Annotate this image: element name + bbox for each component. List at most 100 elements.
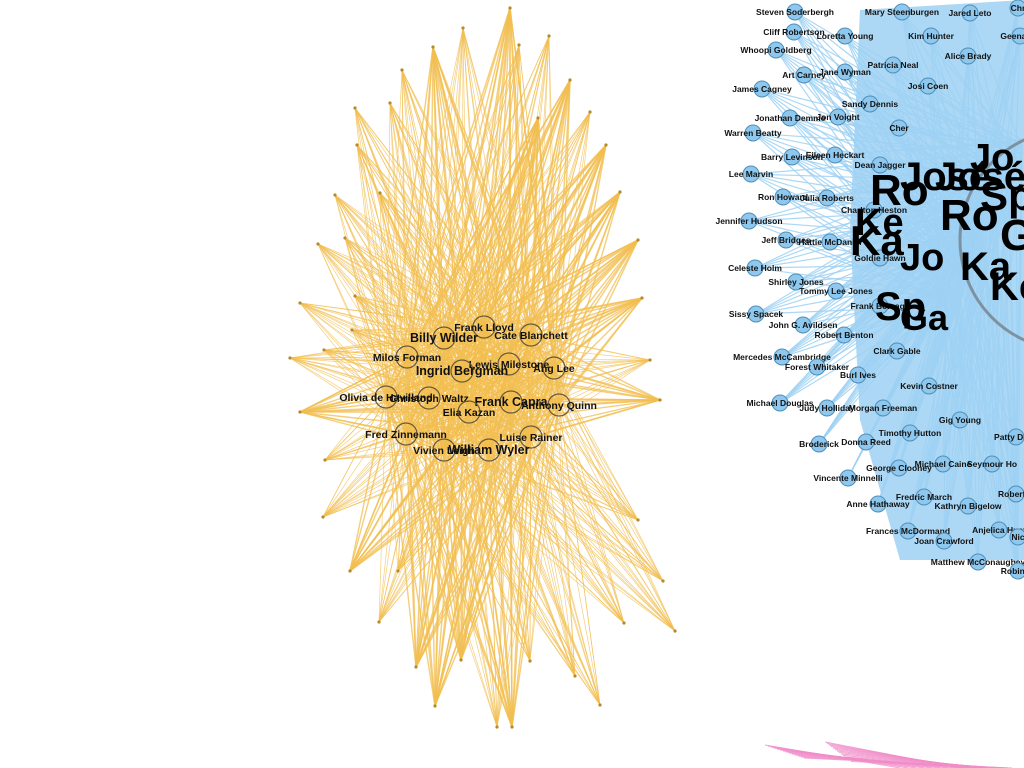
node-judy-holliday[interactable]: Judy Holliday	[799, 399, 855, 417]
node-frances-mcdormand[interactable]: Frances McDormand	[866, 522, 950, 540]
node-jonathan-demme[interactable]: Jonathan Demme	[755, 109, 826, 127]
node-celeste-holm[interactable]: Celeste Holm	[728, 259, 782, 277]
node-shirley-jones[interactable]: Shirley Jones	[768, 273, 824, 291]
node-label: Cher	[889, 123, 909, 133]
node-dean-jagger[interactable]: Dean Jagger	[854, 156, 906, 174]
node-loretta-young[interactable]: Loretta Young	[817, 27, 874, 45]
node-michael-caine[interactable]: Michael Caine	[915, 455, 972, 473]
node-label: Michael Douglas	[746, 398, 813, 408]
orange-peripheral-node	[333, 193, 337, 197]
node-warren-beatty[interactable]: Warren Beatty	[724, 124, 782, 142]
node-lee-marvin[interactable]: Lee Marvin	[729, 165, 773, 183]
node-cher[interactable]: Cher	[889, 119, 909, 137]
node-anthony-quinn[interactable]: Anthony Quinn	[521, 393, 597, 417]
node-label: Cliff Robertson	[763, 27, 824, 37]
node-lewis-milestone[interactable]: Lewis Milestone	[469, 352, 550, 376]
node-john-g-avildsen[interactable]: John G. Avildsen	[769, 316, 838, 334]
node-label: Julia Roberts	[800, 193, 854, 203]
node-james-cagney[interactable]: James Cagney	[732, 80, 792, 98]
node-seymour-ho[interactable]: Seymour Ho	[967, 455, 1017, 473]
node-luise-rainer[interactable]: Luise Rainer	[499, 425, 563, 449]
node-label: Jon Voight	[816, 112, 859, 122]
node-clark-gable[interactable]: Clark Gable	[873, 342, 921, 360]
node-jennifer-hudson[interactable]: Jennifer Hudson	[715, 212, 783, 230]
node-timothy-hutton[interactable]: Timothy Hutton	[879, 424, 942, 442]
node-cate-blanchett[interactable]: Cate Blanchett	[494, 323, 568, 347]
node-charlton-heston[interactable]: Charlton Heston	[841, 201, 907, 219]
node-patty-duke[interactable]: Patty Duke	[994, 428, 1024, 446]
node-art-carney[interactable]: Art Carney	[782, 66, 826, 84]
node-anjelica-hust[interactable]: Anjelica Hust	[972, 521, 1024, 539]
node-ang-lee[interactable]: Ang Lee	[533, 356, 575, 380]
node-julia-roberts[interactable]: Julia Roberts	[800, 189, 854, 207]
node-fredric-march[interactable]: Fredric March	[896, 488, 952, 506]
node-label: Burl Ives	[840, 370, 876, 380]
node-christoph-waltz[interactable]: Christoph Waltz	[389, 386, 469, 410]
node-jon-voight[interactable]: Jon Voight	[816, 108, 860, 126]
node-eileen-heckart[interactable]: Eileen Heckart	[806, 146, 865, 164]
node-joan-crawford[interactable]: Joan Crawford	[914, 532, 974, 550]
node-steven-soderbergh[interactable]: Steven Soderbergh	[756, 3, 834, 21]
node-elia-kazan[interactable]: Elia Kazan	[443, 400, 496, 424]
orange-peripheral-node	[588, 110, 592, 114]
node-jeff-bridges[interactable]: Jeff Bridges	[761, 231, 811, 249]
node-label: Vincente Minnelli	[813, 473, 882, 483]
node-label: Ang Lee	[533, 363, 575, 375]
node-william-wyler[interactable]: William Wyler	[449, 438, 530, 462]
node-label: Patty Duke	[994, 432, 1024, 442]
node-kim-hunter[interactable]: Kim Hunter	[908, 27, 955, 45]
node-jane-wyman[interactable]: Jane Wyman	[819, 63, 871, 81]
node-jared-leto[interactable]: Jared Leto	[949, 4, 992, 22]
orange-peripheral-node	[321, 515, 325, 519]
node-alice-brady[interactable]: Alice Brady	[945, 47, 992, 65]
node-vivien-leigh[interactable]: Vivien Leigh	[413, 438, 475, 462]
node-kevin-costner[interactable]: Kevin Costner	[900, 377, 959, 395]
node-whoopi-goldberg[interactable]: Whoopi Goldberg	[740, 41, 812, 59]
node-burl-ives[interactable]: Burl Ives	[840, 366, 876, 384]
node-hattie-mcdaniel[interactable]: Hattie McDaniel	[798, 233, 862, 251]
node-matthew-mcconaughey[interactable]: Matthew McConaughey	[931, 553, 1024, 571]
node-michael-douglas[interactable]: Michael Douglas	[746, 394, 814, 412]
node-fred-zinnemann[interactable]: Fred Zinnemann	[365, 422, 447, 446]
node-robert-r[interactable]: Robert R	[998, 485, 1024, 503]
node-broderick[interactable]: Broderick	[799, 435, 839, 453]
node-morgan-freeman[interactable]: Morgan Freeman	[849, 399, 918, 417]
node-frank-capra[interactable]: Frank Capra	[475, 390, 549, 414]
node-frank-lloyd[interactable]: Frank Lloyd	[454, 315, 514, 339]
node-frank-borzage[interactable]: Frank Borzage	[850, 297, 910, 315]
node-ron-howard[interactable]: Ron Howard	[758, 188, 808, 206]
node-kathryn-bigelow[interactable]: Kathryn Bigelow	[934, 497, 1002, 515]
node-label: Josi Coen	[908, 81, 949, 91]
node-ingrid-bergman[interactable]: Ingrid Bergman	[416, 359, 508, 383]
node-george-clooney[interactable]: George Clooney	[866, 459, 932, 477]
node-vincente-minnelli[interactable]: Vincente Minnelli	[813, 469, 883, 487]
node-gig-young[interactable]: Gig Young	[939, 411, 981, 429]
node-josi-coen[interactable]: Josi Coen	[908, 77, 949, 95]
node-robin-w[interactable]: Robin W	[1001, 562, 1024, 580]
node-sandy-dennis[interactable]: Sandy Dennis	[842, 95, 898, 113]
node-chr[interactable]: Chr	[1009, 0, 1024, 17]
node-cliff-robertson[interactable]: Cliff Robertson	[763, 23, 825, 41]
node-goldie-hawn[interactable]: Goldie Hawn	[854, 249, 906, 267]
node-label: Eileen Heckart	[806, 150, 865, 160]
node-mercedes-mccambridge[interactable]: Mercedes McCambridge	[733, 348, 831, 366]
node-tommy-lee-jones[interactable]: Tommy Lee Jones	[799, 282, 873, 300]
node-robert-benton[interactable]: Robert Benton	[814, 326, 874, 344]
node-sissy-spacek[interactable]: Sissy Spacek	[729, 305, 784, 323]
node-patricia-neal[interactable]: Patricia Neal	[867, 56, 919, 74]
node-billy-wilder[interactable]: Billy Wilder	[410, 326, 478, 350]
node-milos-forman[interactable]: Milos Forman	[373, 345, 441, 369]
node-mary-steenburgen[interactable]: Mary Steenburgen	[865, 3, 939, 21]
node-forest-whitaker[interactable]: Forest Whitaker	[785, 358, 850, 376]
node-anne-hathaway[interactable]: Anne Hathaway	[846, 495, 910, 513]
node-donna-reed[interactable]: Donna Reed	[841, 433, 891, 451]
orange-peripheral-node	[298, 410, 302, 414]
node-nic[interactable]: Nic	[1009, 528, 1024, 546]
node-label: John G. Avildsen	[769, 320, 838, 330]
node-geena-da[interactable]: Geena Da	[1000, 27, 1024, 45]
node-barry-levinson[interactable]: Barry Levinson	[761, 148, 823, 166]
node-olivia-de-havilland[interactable]: Olivia de Havilland	[339, 385, 433, 409]
node-label: Chr	[1011, 3, 1024, 13]
node-label: Steven Soderbergh	[756, 7, 834, 17]
